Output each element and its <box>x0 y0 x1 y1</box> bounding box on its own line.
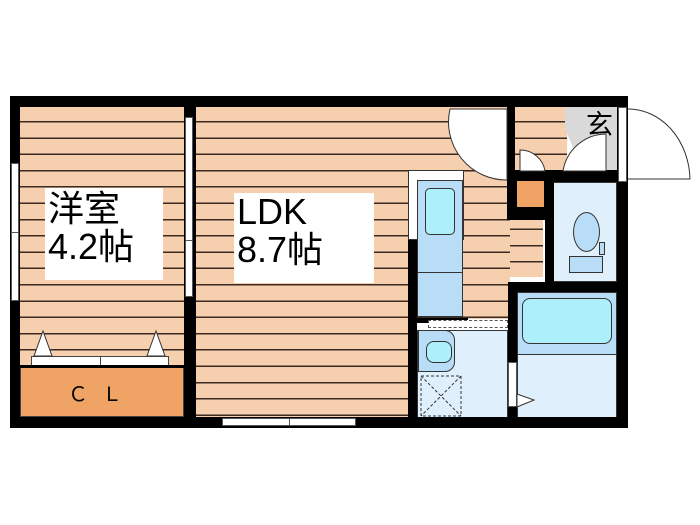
window-west-divider <box>11 232 19 233</box>
wall-kitchen-left <box>408 240 417 425</box>
kitchen-sink <box>425 188 455 235</box>
wall-closet-top <box>20 365 184 368</box>
ldk-door-swing-icon[interactable] <box>448 107 508 182</box>
wall-toilet-left <box>545 170 554 282</box>
toilet-door-swing-icon[interactable] <box>562 133 608 173</box>
wall-toilet-bottom <box>510 282 620 292</box>
outer-wall-right <box>617 96 628 428</box>
window-south-divider <box>289 418 290 426</box>
ldk-label: LDK 8.7帖 <box>234 193 374 283</box>
closet: ＣＬ <box>20 367 184 417</box>
washing-machine-space-icon <box>420 375 462 417</box>
wall-hall-left <box>507 96 515 178</box>
sliding-door-divider <box>185 240 193 241</box>
outer-wall-top <box>10 96 628 107</box>
entrance-label: 玄 <box>586 110 613 140</box>
sliding-door-western-ldk[interactable] <box>185 117 193 297</box>
wash-basin-bowl <box>426 341 452 363</box>
storage-door-swing-icon[interactable] <box>519 149 547 173</box>
storage-cabinet <box>517 181 544 207</box>
wall-bath-left <box>508 282 517 422</box>
bathroom-door-arrow-icon <box>516 393 536 408</box>
closet-label: ＣＬ <box>68 383 136 406</box>
western-room-label: 洋室 4.2帖 <box>45 188 163 280</box>
entrance-door-frame <box>618 107 627 182</box>
toilet-tank <box>569 256 603 273</box>
western-room-name: 洋室 <box>48 188 121 229</box>
closet-door-arrow-left-icon <box>33 329 53 357</box>
bathroom-door[interactable] <box>508 362 517 407</box>
ldk-floor <box>196 107 410 417</box>
closet-door-arrow-right-icon <box>146 329 166 357</box>
closet-door-divider <box>100 356 101 366</box>
western-room-size: 4.2帖 <box>48 225 135 267</box>
entrance-door-swing-icon[interactable] <box>627 107 692 182</box>
toilet-bowl <box>573 212 600 252</box>
ldk-size: 8.7帖 <box>237 228 324 270</box>
washroom-door-rail[interactable] <box>428 320 508 328</box>
ldk-name: LDK <box>237 191 308 232</box>
wall-toilet-top <box>545 170 620 182</box>
kitchen-counter-divider <box>417 272 463 273</box>
bathtub <box>522 298 612 344</box>
toilet-paper-holder <box>599 242 605 255</box>
